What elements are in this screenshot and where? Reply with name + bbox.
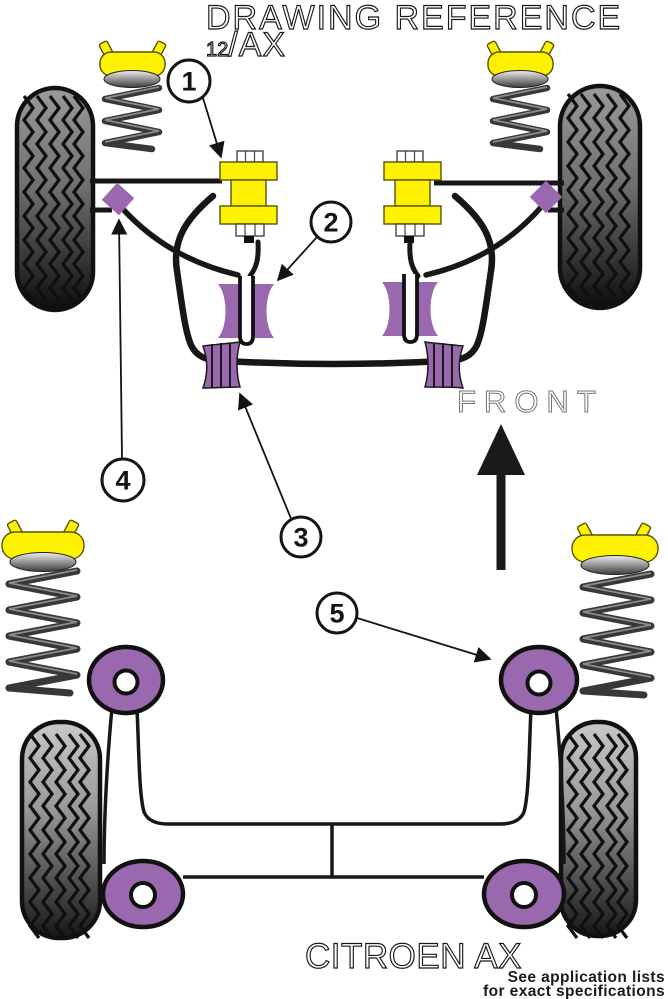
callout-4: 4 xyxy=(100,218,146,503)
callout-3: 3 xyxy=(238,392,323,559)
top-mount-front-right xyxy=(486,40,555,88)
rear-left-tire xyxy=(19,719,103,941)
callout-1-number: 1 xyxy=(181,67,196,97)
coil-spring-rear-left xyxy=(5,567,81,697)
drawing-number-suffix: /AX xyxy=(228,26,286,64)
trailing-arm-bushing-right-rear xyxy=(481,858,567,930)
top-mount-front-left xyxy=(98,40,167,88)
note-line-2: for exact specifications xyxy=(483,983,665,999)
anti-roll-bar-bushing-right xyxy=(423,341,465,389)
trailing-arm-bushing-left-rear xyxy=(100,858,186,930)
callout-2-number: 2 xyxy=(323,208,338,238)
drawing-number: 12/AX xyxy=(206,26,286,64)
front-direction-arrow xyxy=(477,424,525,570)
callout-2: 2 xyxy=(276,200,353,282)
callout-3-number: 3 xyxy=(293,523,308,553)
vehicle-model-label: CITROEN AX xyxy=(305,937,522,976)
callout-4-number: 4 xyxy=(115,466,130,496)
front-right-tire xyxy=(557,83,643,311)
drawing-title: DRAWING REFERENCE xyxy=(206,0,622,37)
tie-bar-pin-left xyxy=(238,276,255,346)
drawing-number-prefix: 12 xyxy=(206,39,228,61)
front-label: FRONT xyxy=(457,384,604,419)
rear-axle-beam xyxy=(102,707,566,879)
top-mount-rear-left xyxy=(1,519,85,572)
callout-1: 1 xyxy=(166,58,225,159)
callout-5: 5 xyxy=(315,591,492,663)
trailing-arm-bushing-left-front xyxy=(86,644,166,716)
engine-mount-bushing-right xyxy=(383,150,442,243)
coil-spring-front-right xyxy=(489,84,551,153)
trailing-arm-bushing-right-front xyxy=(498,644,580,716)
tie-bars xyxy=(118,202,546,279)
anti-roll-bar-bushing-left xyxy=(201,341,242,389)
tie-bar-pin-right xyxy=(402,274,419,344)
diamond-bushing-left xyxy=(101,182,135,216)
rear-right-tire xyxy=(558,719,639,940)
coil-spring-rear-right xyxy=(579,570,655,699)
coil-spring-front-left xyxy=(101,84,163,153)
anti-roll-bar xyxy=(172,192,496,368)
arrow-up-icon xyxy=(477,424,525,475)
front-left-tire xyxy=(14,85,96,313)
note-line-1: See application lists xyxy=(508,969,665,986)
top-mount-rear-right xyxy=(571,522,659,575)
callout-5-number: 5 xyxy=(329,599,344,629)
front-control-arms xyxy=(90,178,564,213)
engine-mount-bushing-left xyxy=(219,150,278,243)
diamond-bushing-right xyxy=(529,180,563,214)
